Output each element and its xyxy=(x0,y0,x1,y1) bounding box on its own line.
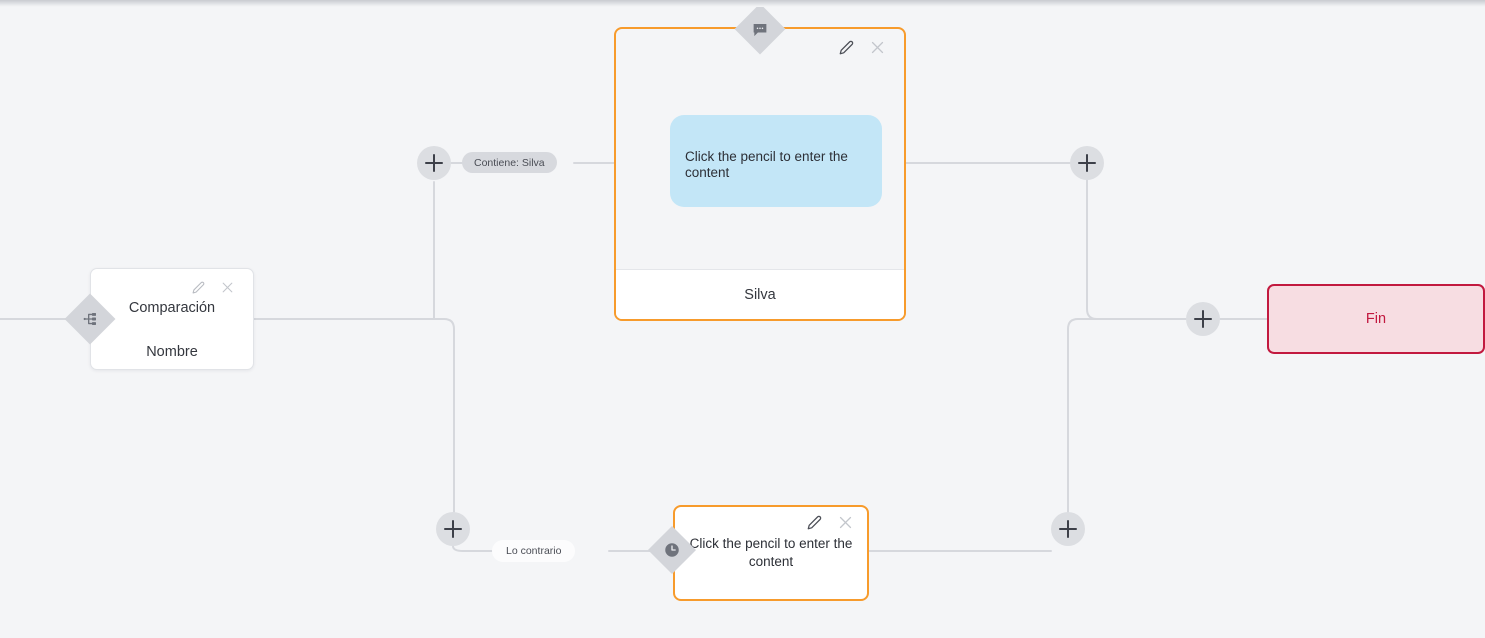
edge-label-otherwise[interactable]: Lo contrario xyxy=(492,540,576,562)
message-actions xyxy=(839,40,885,55)
pencil-icon[interactable] xyxy=(192,281,205,294)
comparison-badge[interactable] xyxy=(64,293,116,345)
close-icon[interactable] xyxy=(221,281,234,294)
node-end[interactable]: Fin xyxy=(1267,284,1485,354)
node-message[interactable]: Click the pencil to enter the content Si… xyxy=(614,27,906,321)
node-wait[interactable]: Click the pencil to enter the content xyxy=(673,505,869,601)
wire-comparison-to-lower xyxy=(251,318,455,513)
close-icon[interactable] xyxy=(870,40,885,55)
message-body: Click the pencil to enter the content xyxy=(616,29,904,269)
edge-label-contains[interactable]: Contiene: Silva xyxy=(462,152,557,173)
clock-icon xyxy=(663,541,681,559)
add-node-bottom-left[interactable] xyxy=(436,512,470,546)
wire-plus-to-label-bottom xyxy=(452,545,493,552)
add-node-top-left[interactable] xyxy=(417,146,451,180)
branch-icon xyxy=(82,311,98,327)
message-badge[interactable] xyxy=(734,3,786,55)
pencil-icon[interactable] xyxy=(839,40,854,55)
wait-badge[interactable] xyxy=(647,525,697,575)
add-node-top-right[interactable] xyxy=(1070,146,1104,180)
close-icon[interactable] xyxy=(838,515,853,530)
add-node-bottom-right[interactable] xyxy=(1051,512,1085,546)
node-comparison[interactable]: Comparación Nombre xyxy=(90,268,254,370)
top-edge-shadow xyxy=(0,0,1485,7)
add-node-before-end[interactable] xyxy=(1186,302,1220,336)
wait-actions xyxy=(807,515,853,530)
wire-lower-right-to-end xyxy=(1067,318,1187,513)
message-bubble[interactable]: Click the pencil to enter the content xyxy=(670,115,882,207)
wait-text: Click the pencil to enter the content xyxy=(689,536,853,569)
comparison-subtitle: Nombre xyxy=(146,344,198,360)
comparison-actions xyxy=(192,281,234,294)
comparison-title: Comparación xyxy=(128,300,216,316)
wire-upper-right-to-end xyxy=(1086,179,1187,320)
pencil-icon[interactable] xyxy=(807,515,822,530)
message-footer: Silva xyxy=(616,269,904,319)
speech-bubble-icon xyxy=(752,21,769,38)
